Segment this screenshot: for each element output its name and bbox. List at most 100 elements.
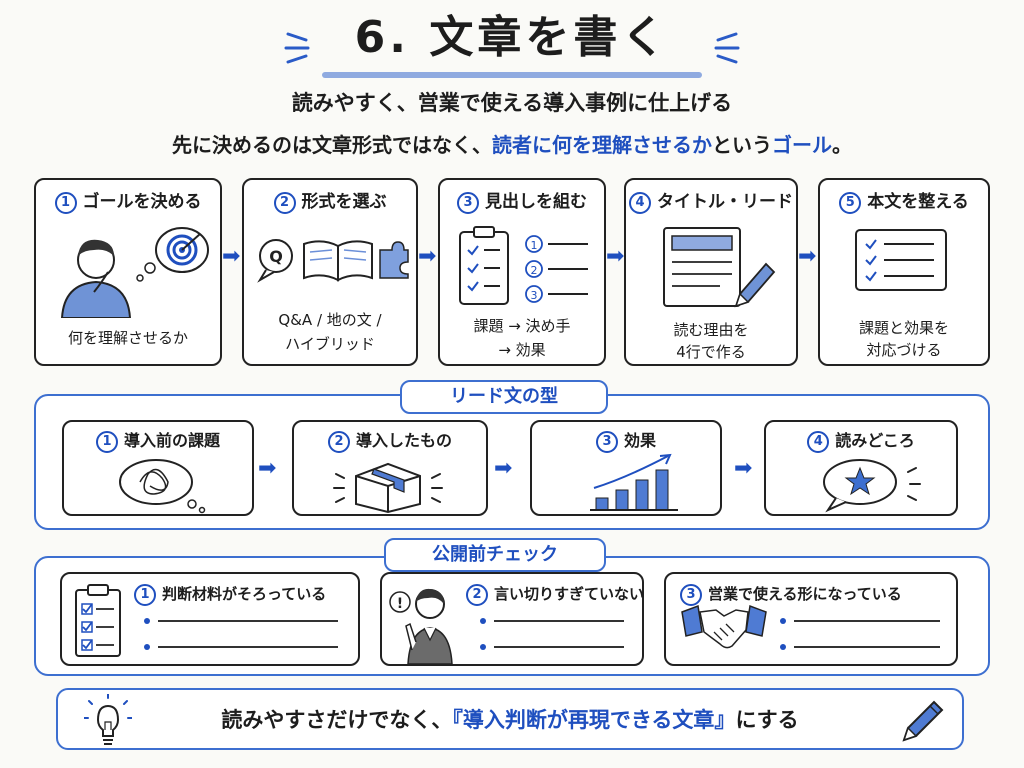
check-card-2-heading: 2 言い切りすぎていない	[466, 584, 644, 606]
step-3-list-num-1: 1	[531, 239, 538, 252]
check-card-2-bullet-2	[480, 644, 486, 650]
step-4-caption-line-1: 読む理由を	[673, 321, 749, 339]
check-card-1: 1 判断材料がそろっている	[60, 572, 360, 666]
check-card-1-label: 判断材料がそろっている	[162, 585, 327, 603]
lead-card-1-heading: 1 導入前の課題	[64, 430, 252, 453]
step-3-list-num-2: 2	[531, 264, 538, 277]
checklist-icon	[75, 584, 121, 657]
lead-card-4-number: 4	[807, 431, 830, 453]
check-card-1-line-1	[158, 620, 338, 622]
step-card-3: 3 見出しを組む 1 2 3 課題 → 決め手 → 効果	[438, 178, 606, 366]
footer-text: 読みやすさだけでなく、『導入判断が再現できる文章』にする	[58, 690, 962, 750]
check-card-3-heading: 3 営業で使える形になっている	[680, 584, 902, 606]
lead-card-3-number: 3	[595, 431, 618, 453]
footer-banner: 読みやすさだけでなく、『導入判断が再現できる文章』にする	[56, 688, 964, 750]
footer-highlight: 『導入判断が再現できる文章』	[452, 708, 736, 732]
lead-card-2-number: 2	[327, 431, 350, 453]
page-title-area: 6. 文章を書く	[0, 8, 1024, 82]
star-speech-bubble-icon	[823, 459, 921, 513]
lead-arrow-2-icon: ➡	[494, 456, 513, 481]
tangled-thought-icon	[119, 459, 206, 514]
lead-arrow-1-icon: ➡	[258, 456, 277, 481]
check-card-3-label: 営業で使える形になっている	[708, 585, 902, 603]
lead-card-1-number: 1	[95, 431, 118, 453]
step-1-number: 1	[54, 192, 77, 214]
checklist-clipboard-icon: 1 2 3	[459, 226, 588, 305]
lead-arrow-3-icon: ➡	[734, 456, 753, 481]
footer-part-2: にする	[735, 708, 799, 732]
step-5-caption-line-2: 対応づける	[866, 341, 942, 359]
check-card-1-number: 1	[134, 584, 156, 606]
step-1-label: ゴールを決める	[82, 192, 202, 212]
step-5-caption-line-1: 課題と効果を	[858, 319, 949, 337]
step-2-label: 形式を選ぶ	[301, 192, 387, 212]
step-4-number: 4	[629, 192, 651, 214]
check-card-3-bullet-2	[780, 644, 786, 650]
step-2-number: 2	[273, 192, 296, 214]
step-3-caption-line-2: → 効果	[498, 341, 546, 359]
step-4-heading: 4 タイトル・リード	[626, 190, 796, 214]
left-sparkle-icon	[284, 32, 310, 64]
step-3-caption-line-1: 課題 → 決め手	[473, 317, 571, 335]
step-arrow-4-icon: ➡	[798, 244, 817, 269]
step-4-caption-line-2: 4行で作る	[676, 343, 746, 361]
check-card-1-bullet-2	[144, 644, 150, 650]
step-arrow-2-icon: ➡	[418, 244, 437, 269]
document-pencil-icon	[663, 227, 776, 308]
check-card-3: 3 営業で使える形になっている	[664, 572, 958, 666]
step-3-number: 3	[457, 192, 479, 214]
exclaim: !	[397, 596, 403, 612]
check-card-1-bullet-1	[144, 618, 150, 624]
step-5-label: 本文を整える	[867, 192, 969, 212]
right-sparkle-icon	[714, 32, 740, 64]
check-card-2-bullet-1	[480, 618, 486, 624]
lead-part-1: 先に決めるのは文章形式ではなく、	[172, 133, 492, 157]
prepublish-check-label: 公開前チェック	[384, 538, 606, 572]
rising-bar-chart-icon	[590, 453, 678, 511]
lightbulb-icon	[84, 694, 132, 745]
step-5-number: 5	[839, 192, 862, 214]
check-card-2-label: 言い切りすぎていない	[494, 585, 645, 603]
step-3-list-num-3: 3	[531, 289, 538, 302]
thinking-person-icon	[60, 227, 209, 318]
package-box-icon	[333, 462, 443, 514]
lead-part-2: という	[712, 133, 772, 157]
check-card-3-number: 3	[680, 584, 702, 606]
qa-book-puzzle-icon: Q	[257, 239, 409, 283]
check-card-1-heading: 1 判断材料がそろっている	[134, 584, 326, 606]
lead-sentence: 先に決めるのは文章形式ではなく、読者に何を理解させるかというゴール。	[0, 130, 1024, 160]
check-card-2-number: 2	[466, 584, 488, 606]
title-underline	[322, 72, 702, 78]
step-arrow-3-icon: ➡	[606, 244, 625, 269]
step-2-caption-line-2: ハイブリッド	[285, 335, 375, 353]
step-3-label: 見出しを組む	[485, 192, 587, 212]
step-arrow-1-icon: ➡	[222, 244, 241, 269]
check-card-2-line-1	[494, 620, 624, 622]
lead-highlight-1: 読者に何を理解させるか	[492, 133, 712, 157]
step-1-caption: 何を理解させるか	[67, 329, 188, 347]
person-pointing-icon: !	[389, 588, 453, 664]
lead-card-1-label: 導入前の課題	[123, 431, 220, 450]
q-letter: Q	[269, 247, 283, 266]
check-card-3-bullet-1	[780, 618, 786, 624]
lead-template-label: リード文の型	[400, 380, 608, 414]
step-4-label: タイトル・リード	[657, 192, 793, 212]
page-title: 6. 文章を書く	[354, 12, 670, 63]
footer-pencil-icon	[902, 700, 944, 742]
step-2-caption-line-1: Q&A / 地の文 /	[278, 311, 382, 329]
step-3-heading: 3 見出しを組む	[440, 190, 604, 214]
check-card-3-line-2	[794, 646, 940, 648]
check-card-2-line-2	[494, 646, 624, 648]
step-card-4: 4 タイトル・リード 読む理由を 4行で作る	[624, 178, 798, 366]
